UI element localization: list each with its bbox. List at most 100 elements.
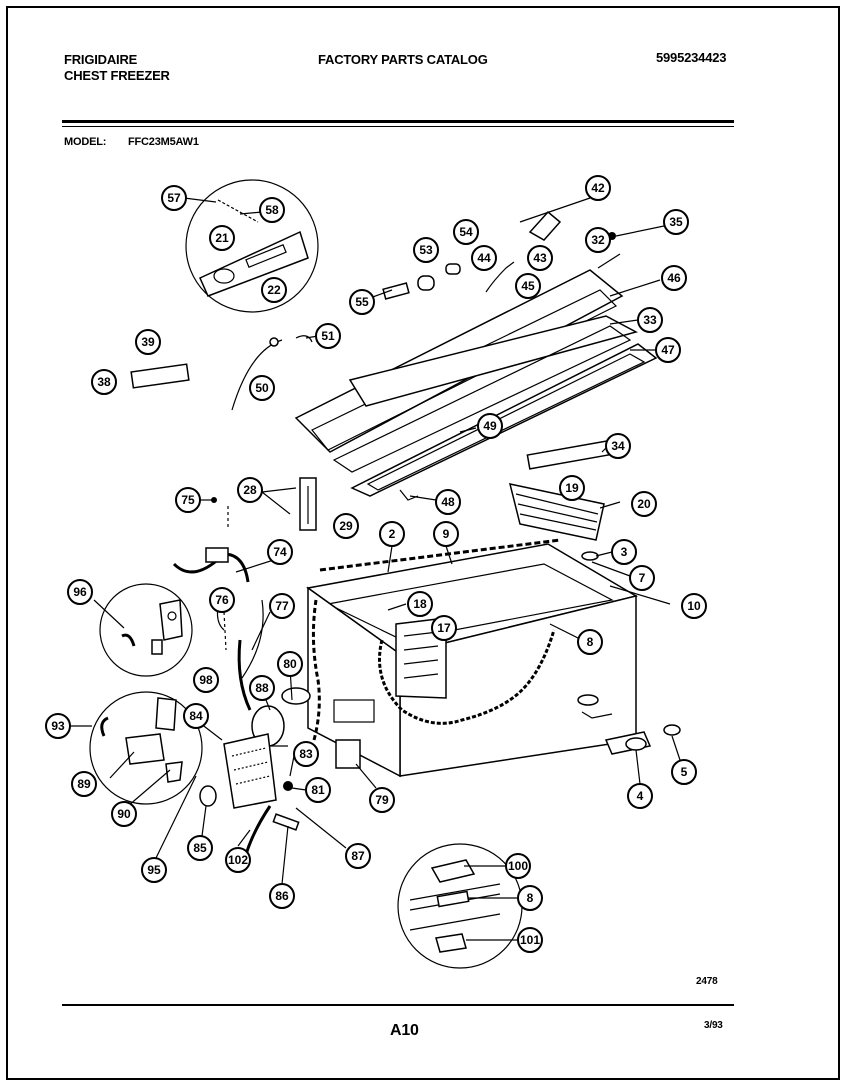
svg-text:98: 98 <box>199 673 213 687</box>
callout-17: 17 <box>431 615 457 641</box>
callout-83: 83 <box>293 741 319 767</box>
svg-text:53: 53 <box>419 243 433 257</box>
svg-text:87: 87 <box>351 849 365 863</box>
svg-text:95: 95 <box>147 863 161 877</box>
svg-text:19: 19 <box>565 481 579 495</box>
callout-35: 35 <box>663 209 689 235</box>
callout-7: 7 <box>629 565 655 591</box>
callout-10: 10 <box>681 593 707 619</box>
svg-text:43: 43 <box>533 251 547 265</box>
callout-22: 22 <box>261 277 287 303</box>
callout-53: 53 <box>413 237 439 263</box>
callout-34: 34 <box>605 433 631 459</box>
callout-9: 9 <box>433 521 459 547</box>
callout-51: 51 <box>315 323 341 349</box>
svg-text:34: 34 <box>611 439 625 453</box>
callout-49: 49 <box>477 413 503 439</box>
callout-54: 54 <box>453 219 479 245</box>
footer-rule <box>62 1004 734 1006</box>
svg-text:38: 38 <box>97 375 111 389</box>
svg-text:84: 84 <box>189 709 203 723</box>
callout-8b: 8 <box>517 885 543 911</box>
lid-assembly <box>231 210 658 497</box>
callout-55: 55 <box>349 289 375 315</box>
callout-46: 46 <box>661 265 687 291</box>
svg-text:80: 80 <box>283 657 297 671</box>
brand-name: FRIGIDAIRE <box>64 52 138 67</box>
svg-text:50: 50 <box>255 381 269 395</box>
callout-74: 74 <box>267 539 293 565</box>
svg-text:86: 86 <box>275 889 289 903</box>
callout-84: 84 <box>183 703 209 729</box>
svg-text:88: 88 <box>255 681 269 695</box>
callout-100: 100 <box>505 853 531 879</box>
svg-text:21: 21 <box>215 231 229 245</box>
callout-102: 102 <box>225 847 251 873</box>
svg-text:81: 81 <box>311 783 325 797</box>
svg-text:54: 54 <box>459 225 473 239</box>
svg-text:8: 8 <box>587 635 594 649</box>
callout-33: 33 <box>637 307 663 333</box>
svg-text:74: 74 <box>273 545 287 559</box>
svg-text:3: 3 <box>621 545 628 559</box>
svg-text:35: 35 <box>669 215 683 229</box>
callout-101: 101 <box>517 927 543 953</box>
callout-87: 87 <box>345 843 371 869</box>
svg-text:5: 5 <box>681 765 688 779</box>
svg-text:83: 83 <box>299 747 313 761</box>
callout-19: 19 <box>559 475 585 501</box>
page-label: A10 <box>390 1022 419 1039</box>
callout-42: 42 <box>585 175 611 201</box>
callout-76: 76 <box>209 587 235 613</box>
callout-88: 88 <box>249 675 275 701</box>
svg-text:22: 22 <box>267 283 281 297</box>
callout-44: 44 <box>471 245 497 271</box>
hinge-parts <box>211 477 317 531</box>
basket-and-shield <box>130 363 610 541</box>
svg-text:29: 29 <box>339 519 353 533</box>
svg-text:42: 42 <box>591 181 605 195</box>
svg-text:39: 39 <box>141 335 155 349</box>
svg-text:10: 10 <box>687 599 701 613</box>
svg-text:9: 9 <box>443 527 450 541</box>
callout-93: 93 <box>45 713 71 739</box>
svg-text:75: 75 <box>181 493 195 507</box>
callout-77: 77 <box>269 593 295 619</box>
callout-58: 58 <box>259 197 285 223</box>
callout-43: 43 <box>527 245 553 271</box>
callout-18: 18 <box>407 591 433 617</box>
callout-95: 95 <box>141 857 167 883</box>
svg-text:79: 79 <box>375 793 389 807</box>
model-number: FFC23M5AW1 <box>128 136 199 148</box>
callout-28: 28 <box>237 477 263 503</box>
callout-47: 47 <box>655 337 681 363</box>
svg-text:32: 32 <box>591 233 605 247</box>
callout-4: 4 <box>627 783 653 809</box>
callout-39: 39 <box>135 329 161 355</box>
callouts: 57 58 21 22 42 35 53 54 44 43 32 46 55 4… <box>45 175 707 953</box>
svg-text:51: 51 <box>321 329 335 343</box>
svg-text:47: 47 <box>661 343 675 357</box>
callout-45: 45 <box>515 273 541 299</box>
svg-text:101: 101 <box>520 933 540 947</box>
callout-20: 20 <box>631 491 657 517</box>
callout-8a: 8 <box>577 629 603 655</box>
svg-text:28: 28 <box>243 483 257 497</box>
svg-text:77: 77 <box>275 599 289 613</box>
detail-circle-thermostat <box>99 583 193 677</box>
svg-text:17: 17 <box>437 621 451 635</box>
svg-text:44: 44 <box>477 251 491 265</box>
callout-86: 86 <box>269 883 295 909</box>
svg-text:48: 48 <box>441 495 455 509</box>
svg-text:55: 55 <box>355 295 369 309</box>
callout-2: 2 <box>379 521 405 547</box>
detail-circle-drain <box>397 843 523 969</box>
svg-text:85: 85 <box>193 841 207 855</box>
svg-text:58: 58 <box>265 203 279 217</box>
svg-text:2: 2 <box>389 527 396 541</box>
svg-text:100: 100 <box>508 859 528 873</box>
header-rule-thin <box>62 126 734 127</box>
callout-50: 50 <box>249 375 275 401</box>
svg-text:8: 8 <box>527 891 534 905</box>
